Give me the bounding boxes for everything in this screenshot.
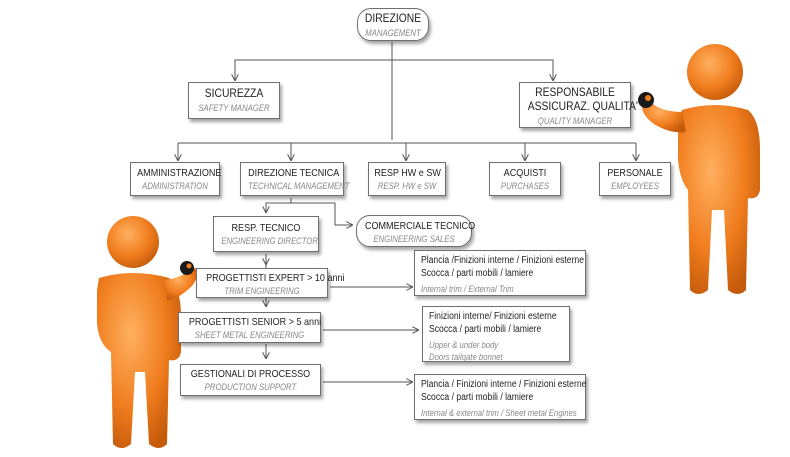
node-subtitle: SAFETY MANAGER bbox=[198, 102, 270, 113]
detail-note: Internal trim / External Trim bbox=[421, 284, 514, 294]
node-title: RESP. TECNICO bbox=[231, 222, 301, 234]
node-personale: PERSONALE EMPLOYEES bbox=[599, 162, 671, 196]
node-title: AMMINISTRAZIONE bbox=[137, 167, 222, 179]
detail-note: Upper & under body bbox=[429, 340, 499, 350]
node-acquisti: ACQUISTI PURCHASES bbox=[489, 162, 561, 196]
node-title: GESTIONALI DI PROCESSO bbox=[190, 368, 311, 380]
detail-line: Scocca / parti mobili / lamiere bbox=[421, 391, 534, 403]
node-qualita: RESPONSABILE ASSICURAZ. QUALITA' QUALITY… bbox=[519, 82, 638, 128]
node-commerciale-tecnico: COMMERCIALE TECNICO ENGINEERING SALES bbox=[356, 215, 476, 247]
node-resp-hw-sw: RESP HW e SW RESP. HW e SW bbox=[368, 162, 446, 196]
node-title: SICUREZZA bbox=[204, 86, 264, 100]
node-subtitle: SHEET METAL ENGINEERING bbox=[194, 330, 305, 341]
node-title-line1: RESPONSABILE bbox=[535, 85, 615, 99]
detail-line: Plancia /Finizioni interne / Finizioni e… bbox=[421, 255, 585, 266]
node-subtitle: MANAGEMENT bbox=[365, 27, 421, 38]
node-direzione-tecnica: DIREZIONE TECNICA TECHNICAL MANAGEMENT bbox=[240, 162, 350, 196]
node-title: PROGETTISTI EXPERT > 10 anni bbox=[206, 272, 345, 284]
node-progettisti-expert: PROGETTISTI EXPERT > 10 anni TRIM ENGINE… bbox=[196, 268, 345, 298]
detail-senior: Finizioni interne/ Finizioni esterne Sco… bbox=[422, 306, 570, 362]
node-subtitle: TECHNICAL MANAGEMENT bbox=[248, 181, 350, 192]
node-progettisti-senior: PROGETTISTI SENIOR > 5 anni SHEET METAL … bbox=[178, 312, 321, 343]
detail-gestionali: Plancia / Finizioni interne / Finizioni … bbox=[414, 374, 586, 420]
node-title-line2: ASSICURAZ. QUALITA' bbox=[527, 98, 638, 113]
node-subtitle: QUALITY MANAGER bbox=[537, 115, 613, 126]
node-title: DIREZIONE bbox=[364, 11, 422, 25]
person-figure-left-icon bbox=[97, 216, 198, 448]
detail-line: Scocca / parti mobili / lamiere bbox=[421, 267, 534, 279]
detail-note: Internal & external trim / Sheet metal E… bbox=[421, 408, 577, 418]
node-subtitle: PURCHASES bbox=[500, 181, 550, 192]
detail-line: Scocca / parti mobili / lamiere bbox=[429, 323, 542, 335]
person-figure-right-icon bbox=[638, 44, 760, 294]
node-gestionali: GESTIONALI DI PROCESSO PRODUCTION SUPPOR… bbox=[180, 364, 321, 396]
node-title: COMMERCIALE TECNICO bbox=[364, 220, 476, 232]
node-resp-tecnico: RESP. TECNICO ENGINEERING DIRECTOR bbox=[213, 216, 319, 252]
node-direzione: DIREZIONE MANAGEMENT bbox=[357, 8, 429, 41]
node-title: PROGETTISTI SENIOR > 5 anni bbox=[188, 316, 322, 328]
detail-line: Finizioni interne/ Finizioni esterne bbox=[429, 311, 557, 322]
node-subtitle: ENGINEERING SALES bbox=[373, 234, 455, 245]
node-subtitle: ENGINEERING DIRECTOR bbox=[221, 236, 318, 247]
node-title: ACQUISTI bbox=[503, 167, 547, 179]
detail-line: Plancia / Finizioni interne / Finizioni … bbox=[421, 379, 587, 390]
node-subtitle: PRODUCTION SUPPORT bbox=[204, 382, 297, 393]
detail-note: Doors tailgate bonnet bbox=[429, 352, 503, 363]
node-title: RESP HW e SW bbox=[374, 167, 441, 179]
node-subtitle: RESP. HW e SW bbox=[377, 181, 437, 192]
node-subtitle: TRIM ENGINEERING bbox=[224, 286, 300, 297]
node-subtitle: ADMINISTRATION bbox=[142, 181, 208, 192]
node-sicurezza: SICUREZZA SAFETY MANAGER bbox=[188, 82, 280, 119]
node-title: DIREZIONE TECNICA bbox=[248, 167, 340, 179]
node-title: PERSONALE bbox=[607, 167, 663, 179]
detail-expert: Plancia /Finizioni interne / Finizioni e… bbox=[414, 250, 586, 296]
node-subtitle: EMPLOYEES bbox=[611, 181, 659, 192]
node-amministrazione: AMMINISTRAZIONE ADMINISTRATION bbox=[130, 162, 222, 196]
